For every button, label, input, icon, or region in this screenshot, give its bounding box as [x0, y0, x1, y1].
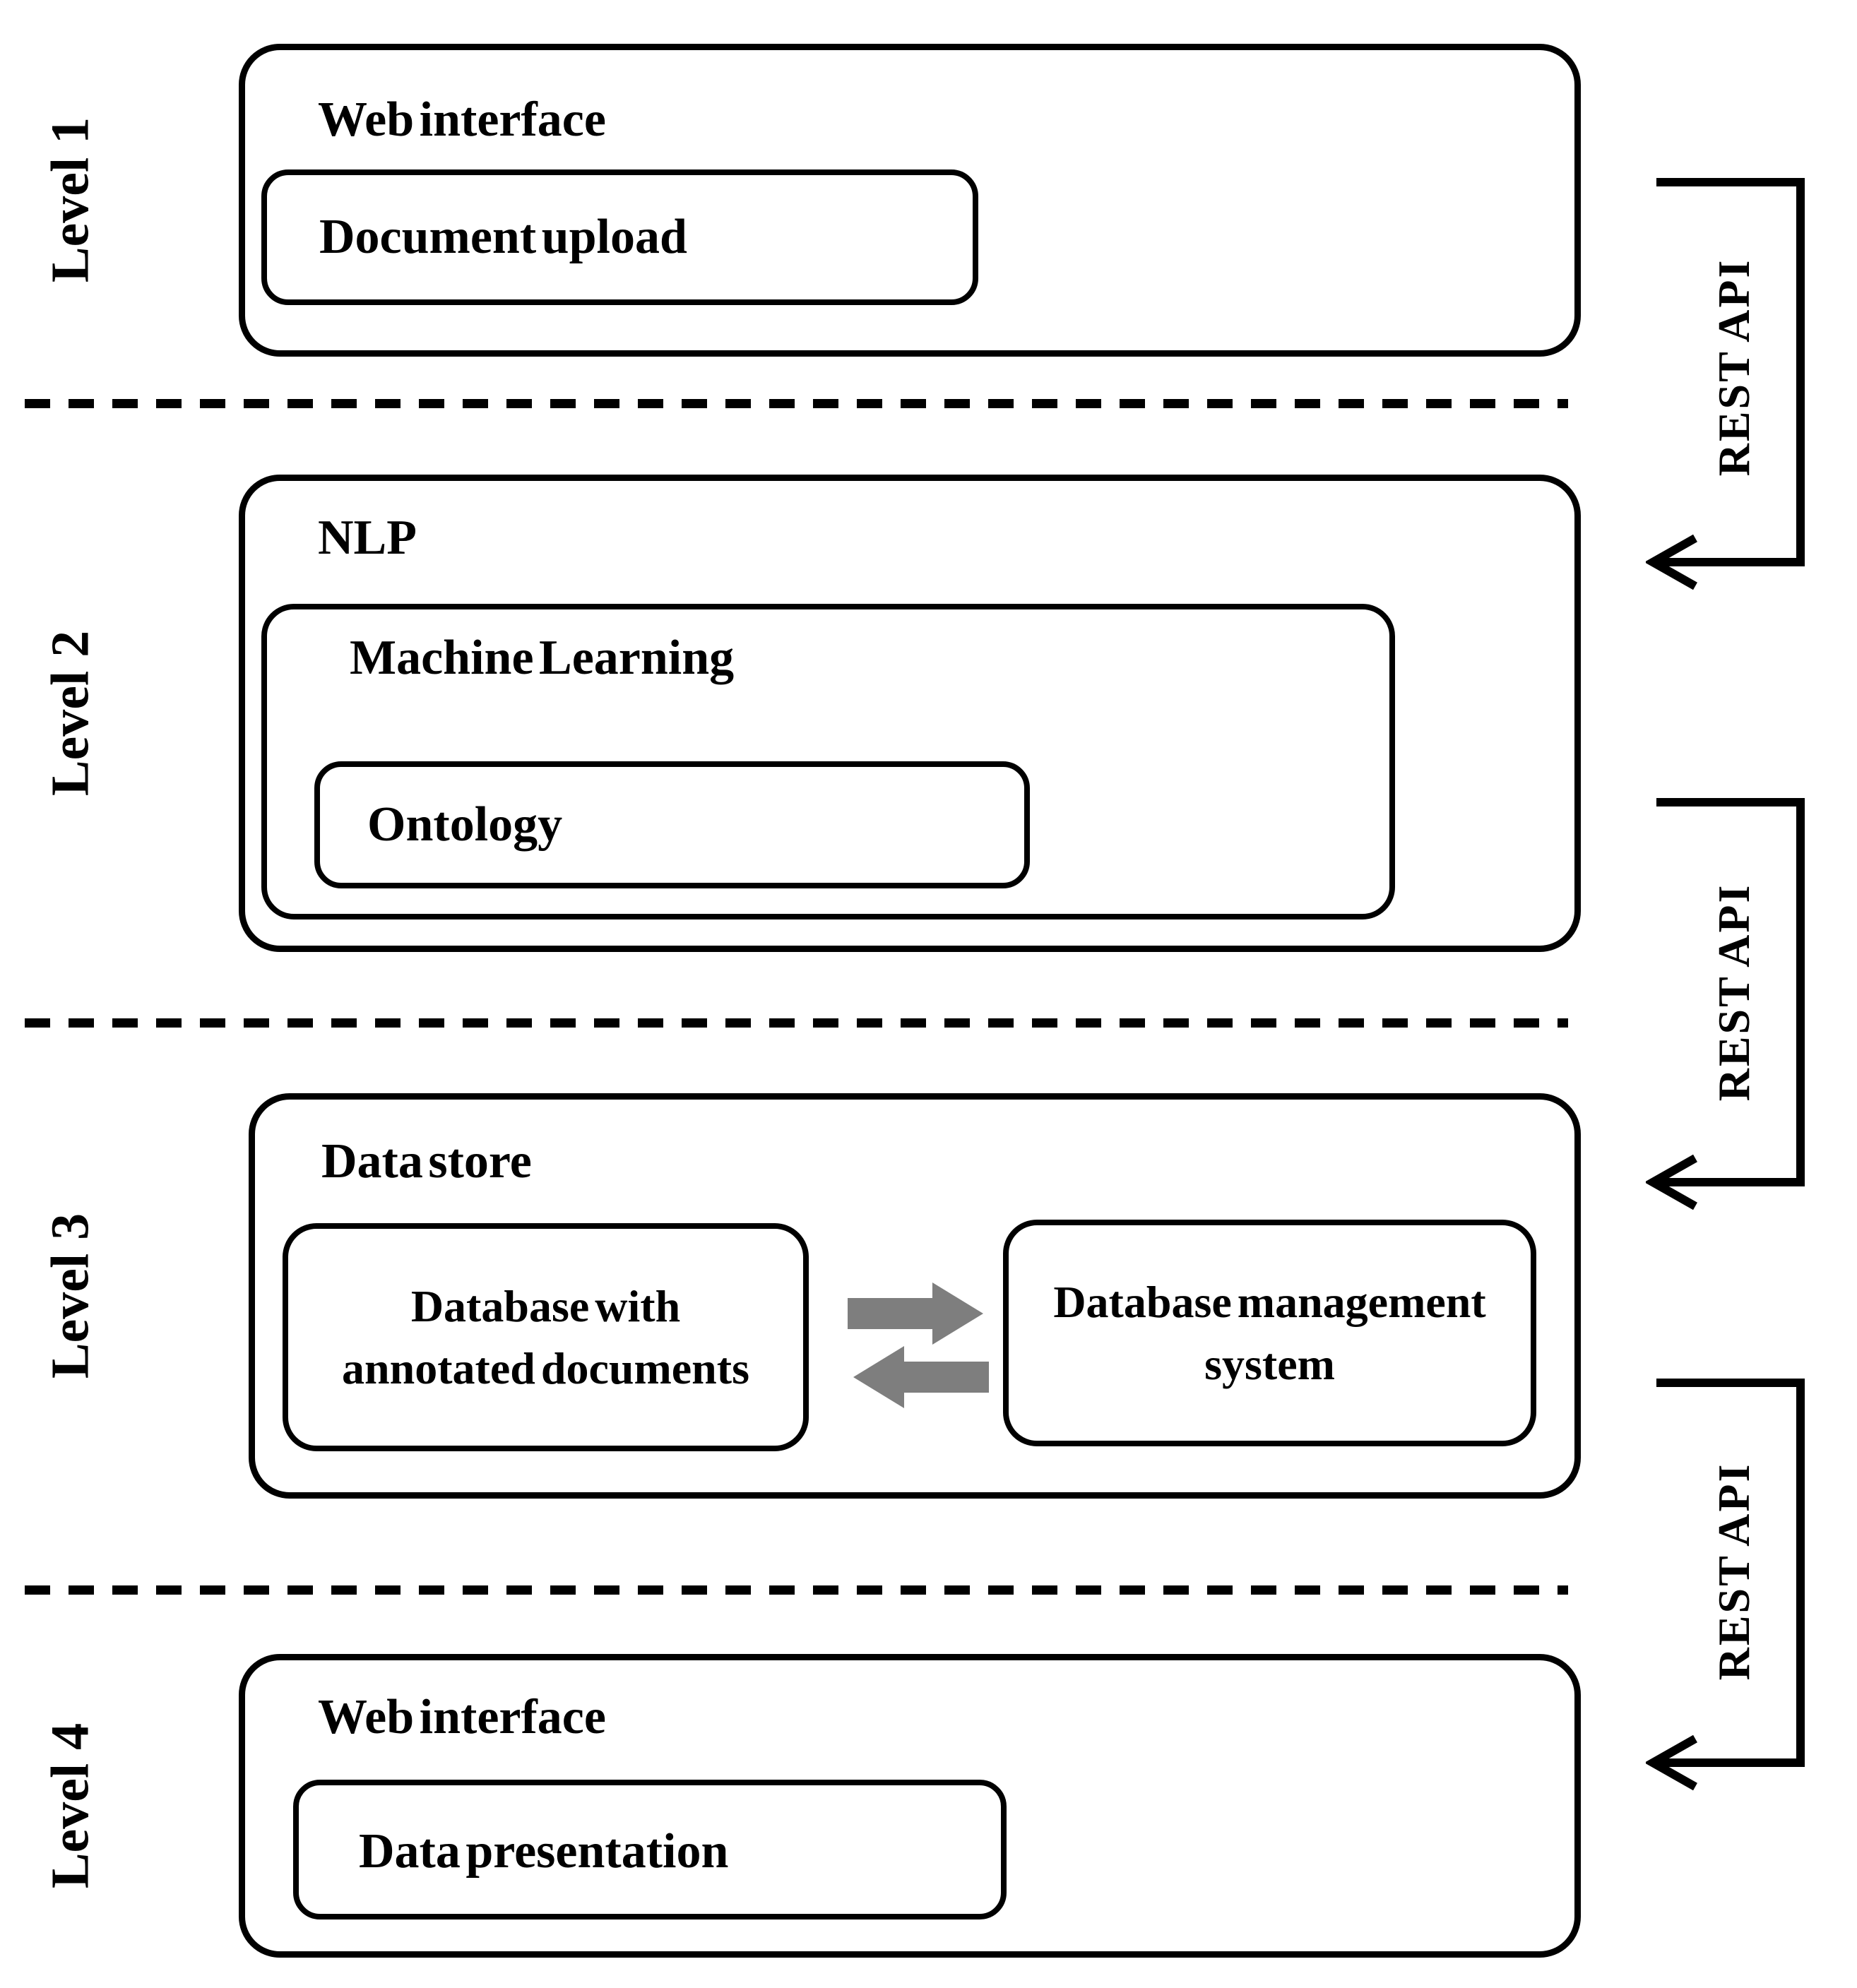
level-4-label: Level 4	[40, 1722, 100, 1889]
arrow-left-icon	[1646, 1734, 1697, 1791]
document-upload-label: Document upload	[319, 210, 687, 264]
rest-api-label-2: REST API	[1709, 883, 1759, 1102]
dbms-box: Database management system	[1003, 1220, 1536, 1446]
level-3-label: Level 3	[40, 1213, 100, 1379]
data-flow-left-arrow-icon	[853, 1346, 989, 1408]
level-2-label: Level 2	[40, 630, 100, 797]
level-separator-dashed-line-2	[25, 1018, 1568, 1028]
data-flow-arrows	[848, 1282, 989, 1408]
machine-learning-label: Machine Learning	[350, 631, 735, 685]
document-upload-box	[261, 169, 978, 305]
rest-api-bracket-1	[1646, 178, 1805, 590]
ontology-box	[314, 761, 1030, 888]
data-flow-right-arrow-icon	[848, 1282, 983, 1345]
level-1-title: Web interface	[318, 93, 606, 147]
rest-api-bracket-2	[1646, 798, 1805, 1210]
rest-api-bracket-3	[1646, 1379, 1805, 1791]
rest-api-label-1: REST API	[1709, 258, 1759, 477]
ontology-label: Ontology	[367, 797, 563, 852]
level-separator-dashed-line-3	[25, 1585, 1568, 1595]
data-presentation-label: Data presentation	[359, 1824, 729, 1879]
annotated-documents-db-label: Database with annotated documents	[342, 1280, 749, 1393]
annotated-documents-db-box: Database with annotated documents	[283, 1223, 809, 1451]
nlp-title: NLP	[318, 511, 417, 565]
arrow-left-icon	[1646, 534, 1697, 590]
data-store-title: Data store	[321, 1134, 532, 1189]
level-separator-dashed-line-1	[25, 399, 1568, 408]
dbms-label: Database management system	[1053, 1276, 1486, 1389]
rest-api-label-3: REST API	[1709, 1462, 1759, 1681]
arrow-left-icon	[1646, 1154, 1697, 1210]
data-presentation-box	[293, 1780, 1007, 1919]
level-1-label: Level 1	[40, 117, 100, 283]
level-4-title: Web interface	[318, 1690, 606, 1744]
